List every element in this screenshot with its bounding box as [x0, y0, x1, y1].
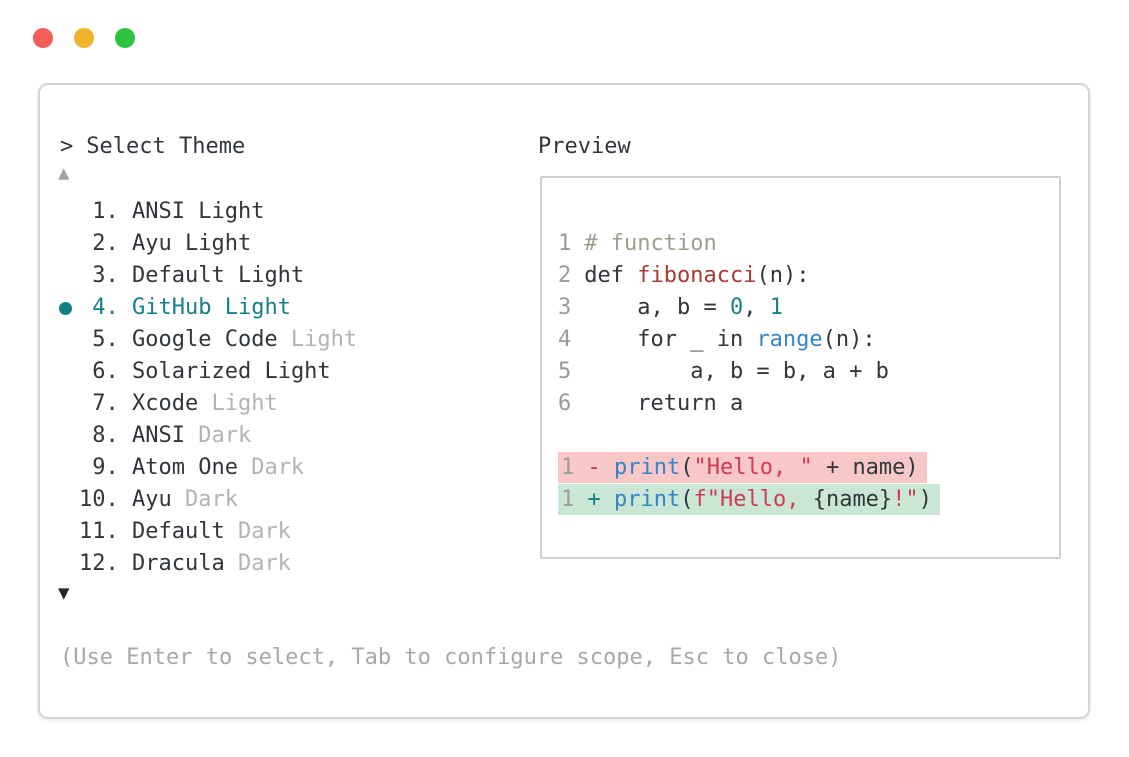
dialog-title: Select Theme [86, 134, 246, 159]
minimize-button[interactable] [74, 28, 94, 48]
code-line: 6 return a [558, 391, 744, 416]
theme-item-label: 7. Xcode Light [79, 391, 278, 416]
theme-list-item[interactable]: 8. ANSI Dark [56, 420, 357, 452]
theme-item-label: 9. Atom One Dark [79, 455, 305, 480]
theme-item-label: 8. ANSI Dark [79, 423, 252, 448]
diff-line-removed: 1 - print("Hello, " + name) [558, 452, 940, 484]
theme-list-item[interactable]: 7. Xcode Light [56, 388, 357, 420]
theme-item-label: 2. Ayu Light [79, 231, 252, 256]
theme-list-item[interactable]: 6. Solarized Light [56, 356, 357, 388]
code-line: 1# function [558, 231, 717, 256]
theme-list-item[interactable]: 9. Atom One Dark [56, 452, 357, 484]
theme-item-label: 10. Ayu Dark [79, 487, 238, 512]
code-line: 5 a, b = b, a + b [558, 359, 889, 384]
theme-list-item[interactable]: 2. Ayu Light [56, 228, 357, 260]
theme-list-item[interactable]: 12. Dracula Dark [56, 548, 357, 580]
preview-label: Preview [538, 134, 631, 159]
theme-item-label: 5. Google Code Light [79, 327, 358, 352]
theme-item-label: 3. Default Light [79, 263, 305, 288]
theme-item-label: 1. ANSI Light [79, 199, 265, 224]
code-line: 4 for _ in range(n): [558, 327, 876, 352]
theme-item-label: 4. GitHub Light [79, 295, 291, 320]
theme-list-item[interactable]: 5. Google Code Light [56, 324, 357, 356]
close-button[interactable] [33, 28, 53, 48]
prompt: > Select Theme [60, 134, 245, 160]
theme-list-item[interactable]: 1. ANSI Light [56, 196, 357, 228]
traffic-lights [33, 28, 135, 48]
theme-list-item[interactable]: 4. GitHub Light [56, 292, 357, 324]
theme-item-label: 11. Default Dark [79, 519, 291, 544]
diff-block: 1 - print("Hello, " + name)1 + print(f"H… [558, 452, 940, 516]
theme-list-item[interactable]: 11. Default Dark [56, 516, 357, 548]
theme-item-label: 6. Solarized Light [79, 359, 331, 384]
theme-item-label: 12. Dracula Dark [79, 551, 291, 576]
selected-bullet-icon [56, 301, 79, 315]
prompt-caret-icon: > [60, 134, 74, 159]
zoom-button[interactable] [115, 28, 135, 48]
theme-list-item[interactable]: 10. Ayu Dark [56, 484, 357, 516]
theme-list: 1. ANSI Light 2. Ayu Light 3. Default Li… [56, 196, 357, 580]
scroll-down-icon[interactable]: ▼ [58, 582, 70, 604]
help-text: (Use Enter to select, Tab to configure s… [60, 645, 842, 670]
scroll-up-icon[interactable]: ▲ [58, 162, 70, 184]
code-line: 3 a, b = 0, 1 [558, 295, 783, 320]
diff-line-added: 1 + print(f"Hello, {name}!") [558, 484, 940, 516]
theme-list-item[interactable]: 3. Default Light [56, 260, 357, 292]
